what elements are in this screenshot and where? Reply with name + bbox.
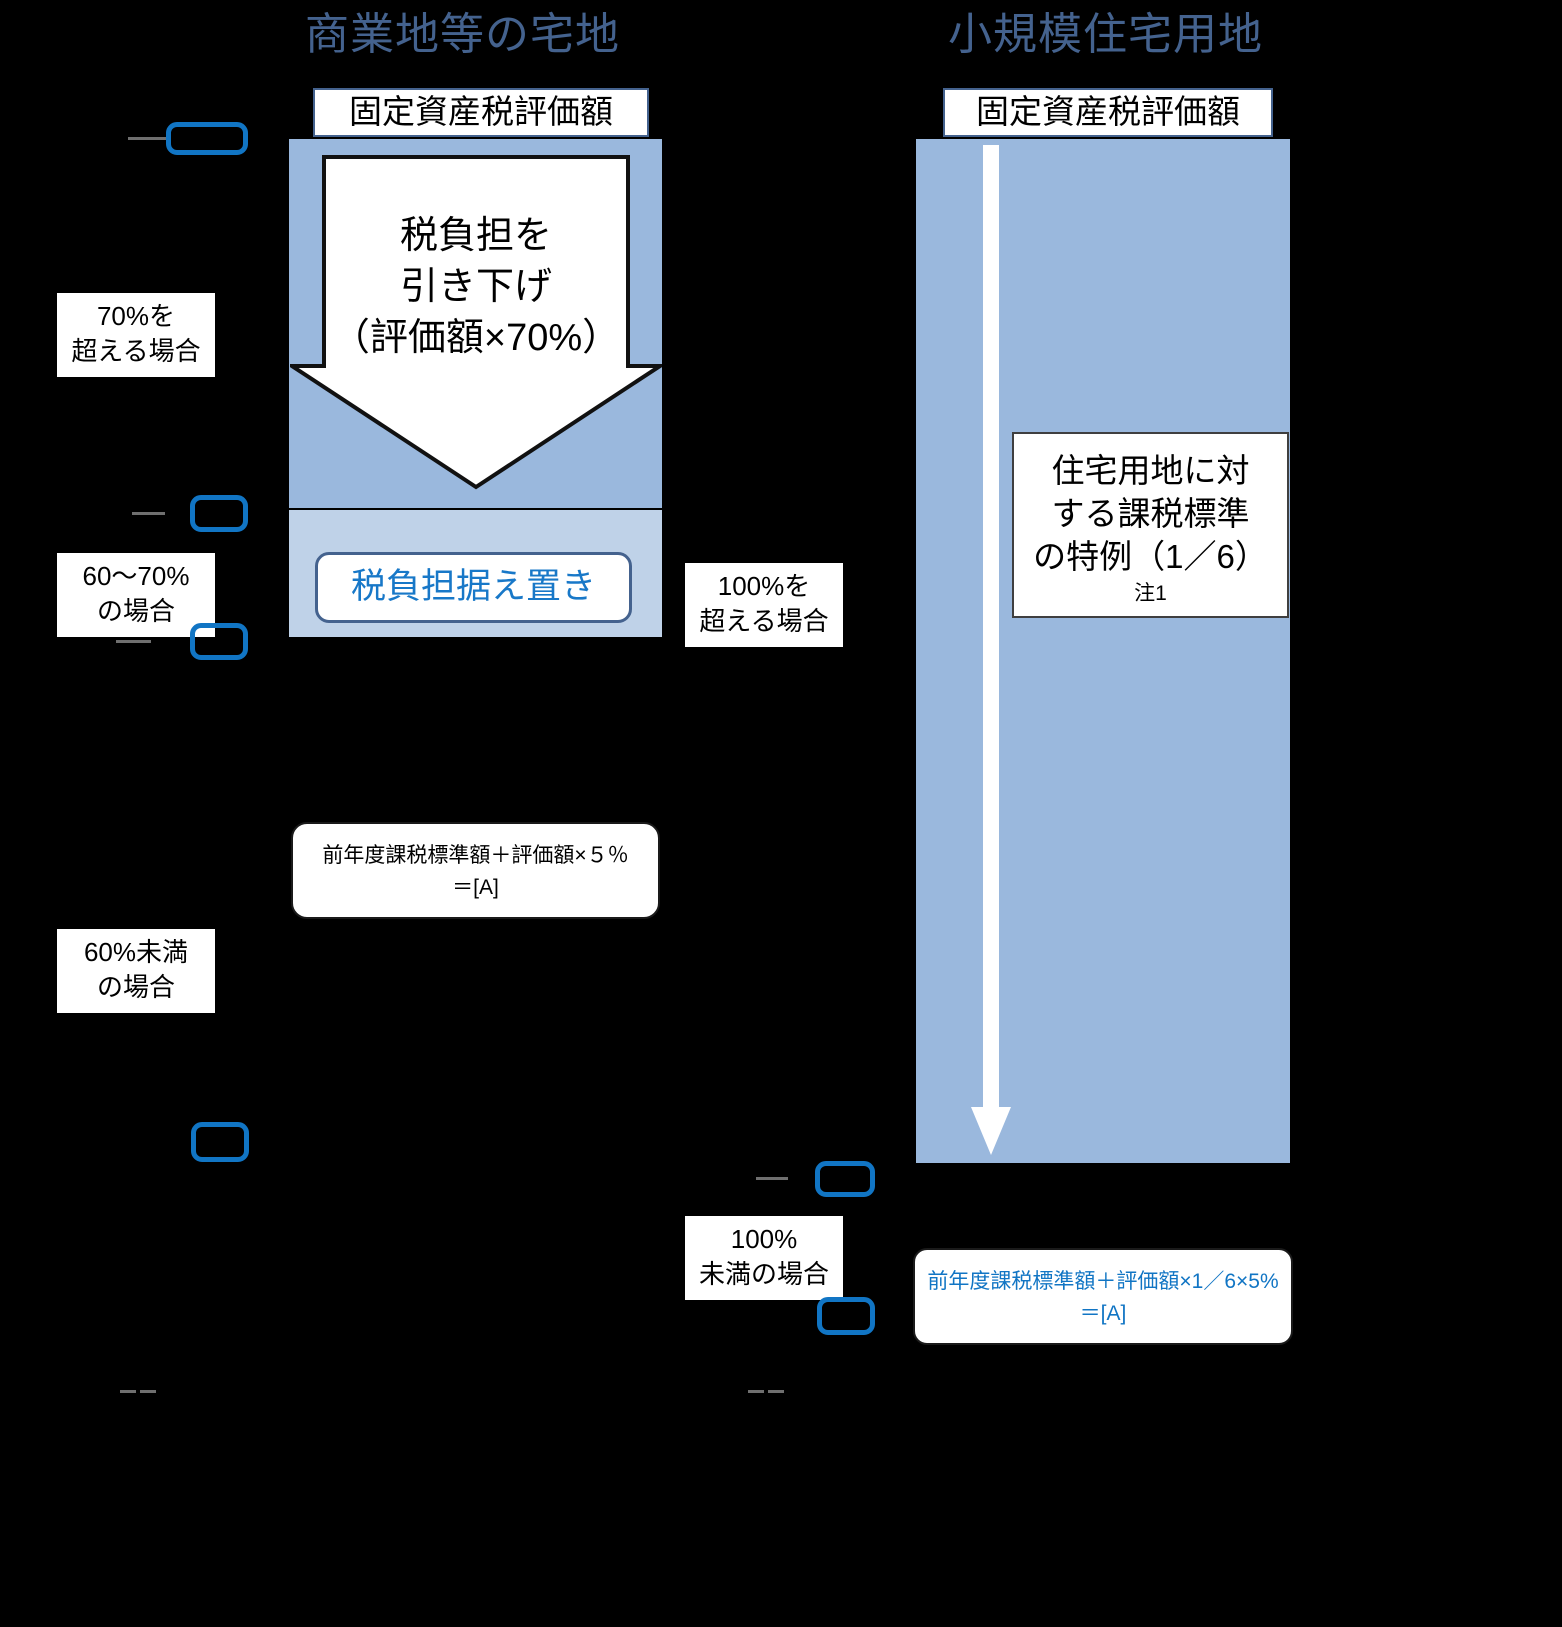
- tax-standstill-pill: 税負担据え置き: [315, 552, 632, 623]
- redaction-1[interactable]: [166, 122, 248, 155]
- leader-dash-7b: [768, 1390, 784, 1393]
- right-assessed-value-bar: [916, 139, 1290, 1163]
- redaction-4[interactable]: [191, 1122, 249, 1162]
- left-header-box: 固定資産税評価額: [313, 88, 649, 137]
- leader-dash-1: [128, 137, 166, 140]
- condition-label-under-60: 60%未満 の場合: [57, 929, 215, 1014]
- redaction-3[interactable]: [190, 623, 248, 660]
- residential-special-provision-note: 注1: [1134, 581, 1167, 605]
- redaction-5[interactable]: [815, 1161, 875, 1197]
- leader-dash-3a: [116, 640, 131, 643]
- leader-dash-2: [132, 512, 165, 515]
- leader-dash-6b: [140, 1390, 156, 1393]
- right-formula-box: 前年度課税標準額＋評価額×1／6×5% ＝[A]: [913, 1248, 1293, 1345]
- tax-reduction-arrow-label: 税負担を 引き下げ （評価額×70%）: [331, 215, 621, 359]
- residential-reduction-arrow: [971, 145, 1011, 1157]
- condition-label-over-100: 100%を 超える場合: [685, 563, 843, 648]
- leader-dash-3b: [136, 640, 151, 643]
- condition-label-over-70: 70%を 超える場合: [57, 293, 215, 378]
- leader-dash-7a: [748, 1390, 764, 1393]
- right-header-box: 固定資産税評価額: [943, 88, 1273, 137]
- condition-label-60-to-70: 60〜70% の場合: [57, 553, 215, 638]
- left-formula-box: 前年度課税標準額＋評価額×５％ ＝[A]: [291, 822, 660, 919]
- left-column-title: 商業地等の宅地: [305, 10, 620, 59]
- leader-dash-5: [756, 1177, 788, 1180]
- leader-dash-6a: [120, 1390, 136, 1393]
- right-column-title: 小規模住宅用地: [948, 10, 1263, 59]
- redaction-2[interactable]: [190, 495, 248, 532]
- residential-special-provision-box: 住宅用地に対 する課税標準 の特例（1／6） 注1: [1012, 432, 1289, 618]
- leader-dash-3: [116, 640, 150, 643]
- tax-reduction-arrow: 税負担を 引き下げ （評価額×70%）: [285, 155, 667, 490]
- redaction-6[interactable]: [817, 1297, 875, 1335]
- condition-label-under-100: 100% 未満の場合: [685, 1216, 843, 1301]
